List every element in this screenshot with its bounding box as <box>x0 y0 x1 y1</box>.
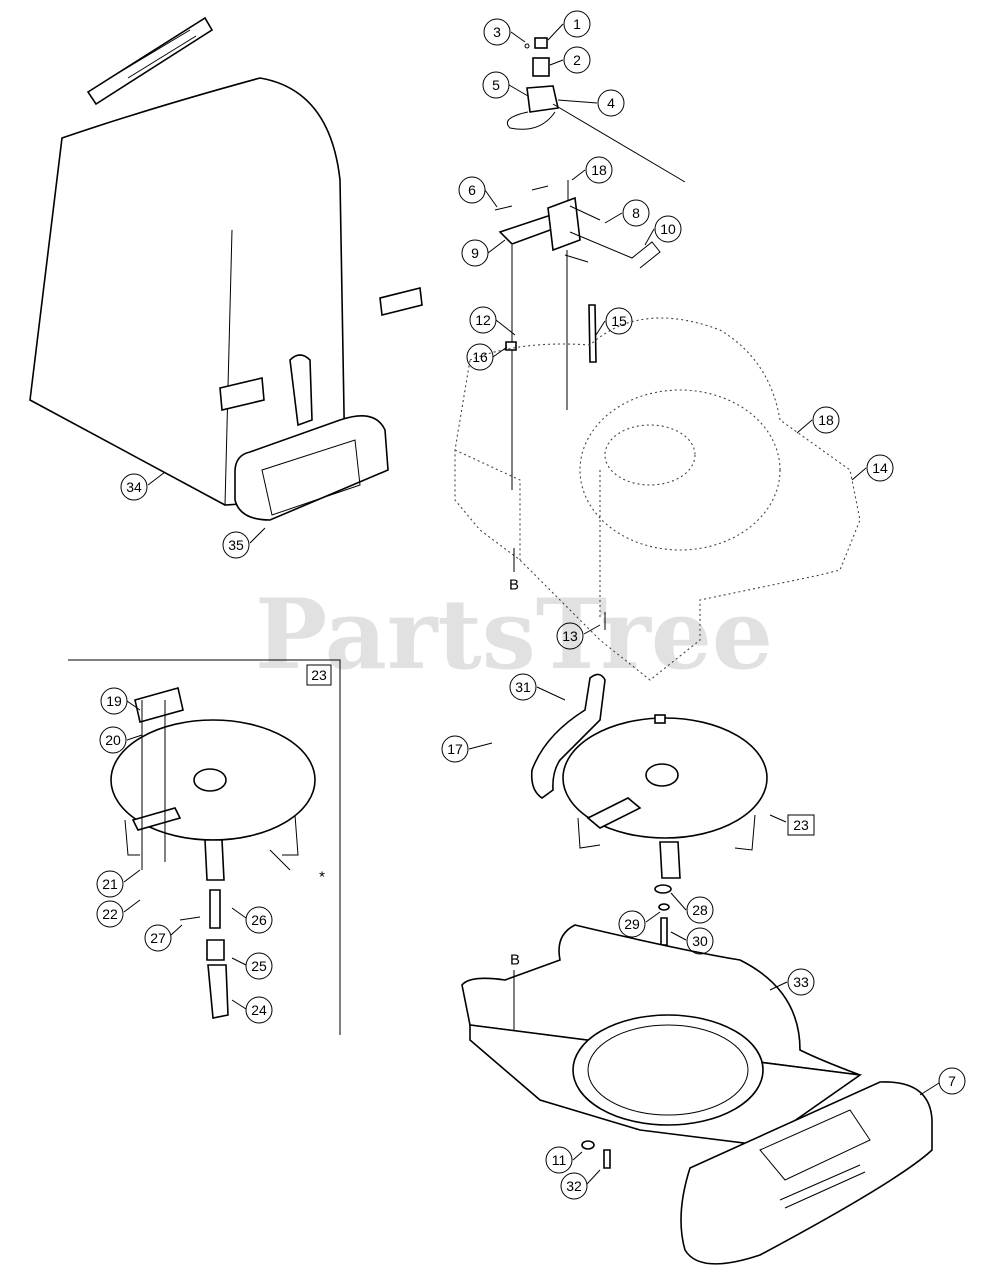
callout-10: 10 <box>654 215 682 243</box>
callout-11: 11 <box>545 1146 573 1174</box>
part-bracket-lever <box>494 180 661 269</box>
callout-4-label: 4 <box>607 95 615 111</box>
callout-12: 12 <box>469 306 497 334</box>
callout-16-label: 16 <box>472 349 488 365</box>
callout-7: 7 <box>938 1067 966 1095</box>
boxed-label-23-inset-text: 23 <box>311 667 327 683</box>
callout-26: 26 <box>245 906 273 934</box>
callout-8-label: 8 <box>632 205 640 221</box>
callout-18a-label: 18 <box>591 162 607 178</box>
part-23-impeller-right <box>562 714 768 879</box>
callout-28-label: 28 <box>692 902 708 918</box>
callout-21-label: 21 <box>102 876 118 892</box>
callout-3: 3 <box>483 18 511 46</box>
callout-2-label: 2 <box>573 52 581 68</box>
callout-30-label: 30 <box>692 933 708 949</box>
callout-34-label: 34 <box>126 479 142 495</box>
callout-14-label: 14 <box>872 460 888 476</box>
callout-35-label: 35 <box>228 537 244 553</box>
callout-5-label: 5 <box>492 77 500 93</box>
callout-5: 5 <box>482 71 510 99</box>
callout-13: 13 <box>556 622 584 650</box>
callout-1: 1 <box>563 10 591 38</box>
callout-24-label: 24 <box>251 1002 267 1018</box>
leader-lines <box>123 23 940 1185</box>
asterisk-marker: * <box>319 869 325 886</box>
callout-29-label: 29 <box>624 916 640 932</box>
callout-27: 27 <box>144 924 172 952</box>
reference-letter-b-upper: B <box>509 577 519 594</box>
part-11-32-hardware <box>581 1140 611 1169</box>
callout-6: 6 <box>458 176 486 204</box>
callout-21: 21 <box>96 870 124 898</box>
callout-15: 15 <box>605 307 633 335</box>
callout-4: 4 <box>597 89 625 117</box>
callout-33-label: 33 <box>793 974 809 990</box>
callout-18b: 18 <box>812 406 840 434</box>
callout-28: 28 <box>686 896 714 924</box>
callout-30: 30 <box>686 927 714 955</box>
callout-32: 32 <box>560 1172 588 1200</box>
callout-20: 20 <box>99 726 127 754</box>
callout-19: 19 <box>100 687 128 715</box>
callout-9-label: 9 <box>471 245 479 261</box>
callout-14: 14 <box>866 454 894 482</box>
part-rods <box>505 245 597 490</box>
callout-1-label: 1 <box>573 16 581 32</box>
callout-11-label: 11 <box>552 1152 567 1168</box>
boxed-label-23-main: 23 <box>787 814 815 836</box>
reference-letter-b-lower: B <box>510 952 520 969</box>
callout-2: 2 <box>563 46 591 74</box>
inset-exploded-23 <box>68 659 341 1035</box>
part-7-bumper <box>680 1081 933 1265</box>
callout-19-label: 19 <box>106 693 122 709</box>
callout-13-label: 13 <box>562 628 578 644</box>
callout-16: 16 <box>466 343 494 371</box>
callout-3-label: 3 <box>493 24 501 40</box>
callout-25-label: 25 <box>251 958 267 974</box>
callout-22-label: 22 <box>102 906 118 922</box>
callout-29: 29 <box>618 910 646 938</box>
part-33-lower-housing <box>461 924 863 1146</box>
callout-8: 8 <box>622 199 650 227</box>
callout-7-label: 7 <box>948 1073 956 1089</box>
callout-12-label: 12 <box>475 312 491 328</box>
callout-33: 33 <box>787 968 815 996</box>
watermark-text: PartsTree <box>255 578 773 691</box>
callout-25: 25 <box>245 952 273 980</box>
callout-17-label: 17 <box>447 741 463 757</box>
callout-6-label: 6 <box>468 182 476 198</box>
callout-34: 34 <box>120 473 148 501</box>
callout-9: 9 <box>461 239 489 267</box>
callout-26-label: 26 <box>251 912 267 928</box>
boxed-label-23-main-text: 23 <box>793 817 809 833</box>
callout-17: 17 <box>441 735 469 763</box>
callout-22: 22 <box>96 900 124 928</box>
part-28-30-hardware <box>654 884 672 946</box>
callout-15-label: 15 <box>611 313 627 329</box>
part-31-chute <box>530 673 606 799</box>
callout-18a: 18 <box>585 156 613 184</box>
callout-31: 31 <box>509 673 537 701</box>
callout-32-label: 32 <box>566 1178 582 1194</box>
part-housing-dotted <box>454 317 861 681</box>
callout-10-label: 10 <box>660 221 676 237</box>
callout-31-label: 31 <box>515 679 531 695</box>
callout-20-label: 20 <box>105 732 121 748</box>
part-34-cover <box>29 16 423 521</box>
callout-35: 35 <box>222 531 250 559</box>
callout-27-label: 27 <box>150 930 166 946</box>
callout-24: 24 <box>245 996 273 1024</box>
boxed-label-23-inset: 23 <box>306 664 332 686</box>
callout-18b-label: 18 <box>818 412 834 428</box>
part-switch-assembly <box>506 37 686 183</box>
